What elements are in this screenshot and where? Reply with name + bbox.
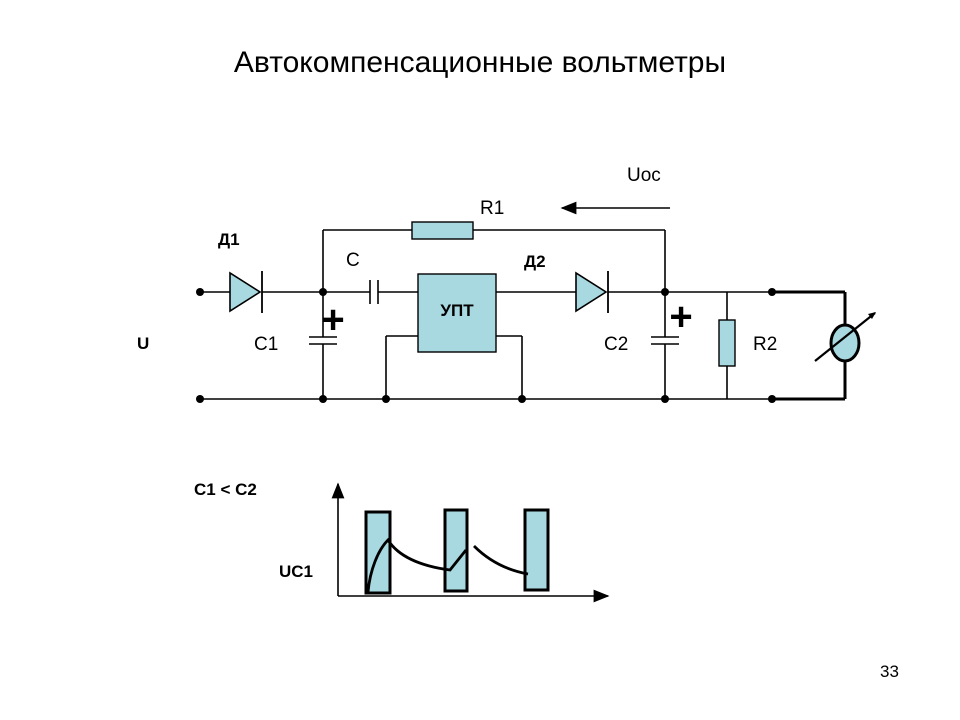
junction-dots: [196, 288, 776, 403]
label-d2: Д2: [524, 252, 546, 271]
resistor-r1: [411, 221, 474, 240]
uc1-curve: [366, 537, 529, 593]
graph-ylabel: UC1: [279, 562, 313, 581]
label-r1: R1: [480, 198, 504, 219]
pulse-3: [523, 508, 550, 592]
capacitor-c2: [651, 336, 679, 345]
label-c: C: [346, 250, 360, 271]
label-c2: C2: [604, 334, 628, 355]
timing-graph: C1 < C2 UC1: [194, 480, 610, 603]
label-c1: C1: [254, 334, 278, 355]
c2-plus-sign: +: [669, 295, 692, 339]
label-upt: УПТ: [440, 301, 474, 320]
graph-condition: C1 < C2: [194, 480, 257, 499]
label-r2: R2: [753, 334, 777, 355]
label-d1: Д1: [218, 230, 240, 249]
c1-plus-sign: +: [321, 298, 344, 342]
label-u: U: [137, 334, 149, 353]
pulse-2: [443, 508, 469, 593]
meter-icon: [814, 312, 876, 363]
circuit-wires: [200, 229, 847, 401]
page-number: 33: [880, 662, 899, 681]
resistor-r2: [718, 319, 736, 367]
diode-d2: [575, 271, 609, 313]
diode-d1: [229, 271, 263, 313]
capacitor-c: [369, 280, 379, 304]
amplifier-upt: [417, 273, 497, 353]
page-title: Автокомпенсационные вольтметры: [233, 46, 727, 79]
capacitor-c1: [309, 336, 337, 345]
label-uos: Uос: [627, 165, 661, 186]
